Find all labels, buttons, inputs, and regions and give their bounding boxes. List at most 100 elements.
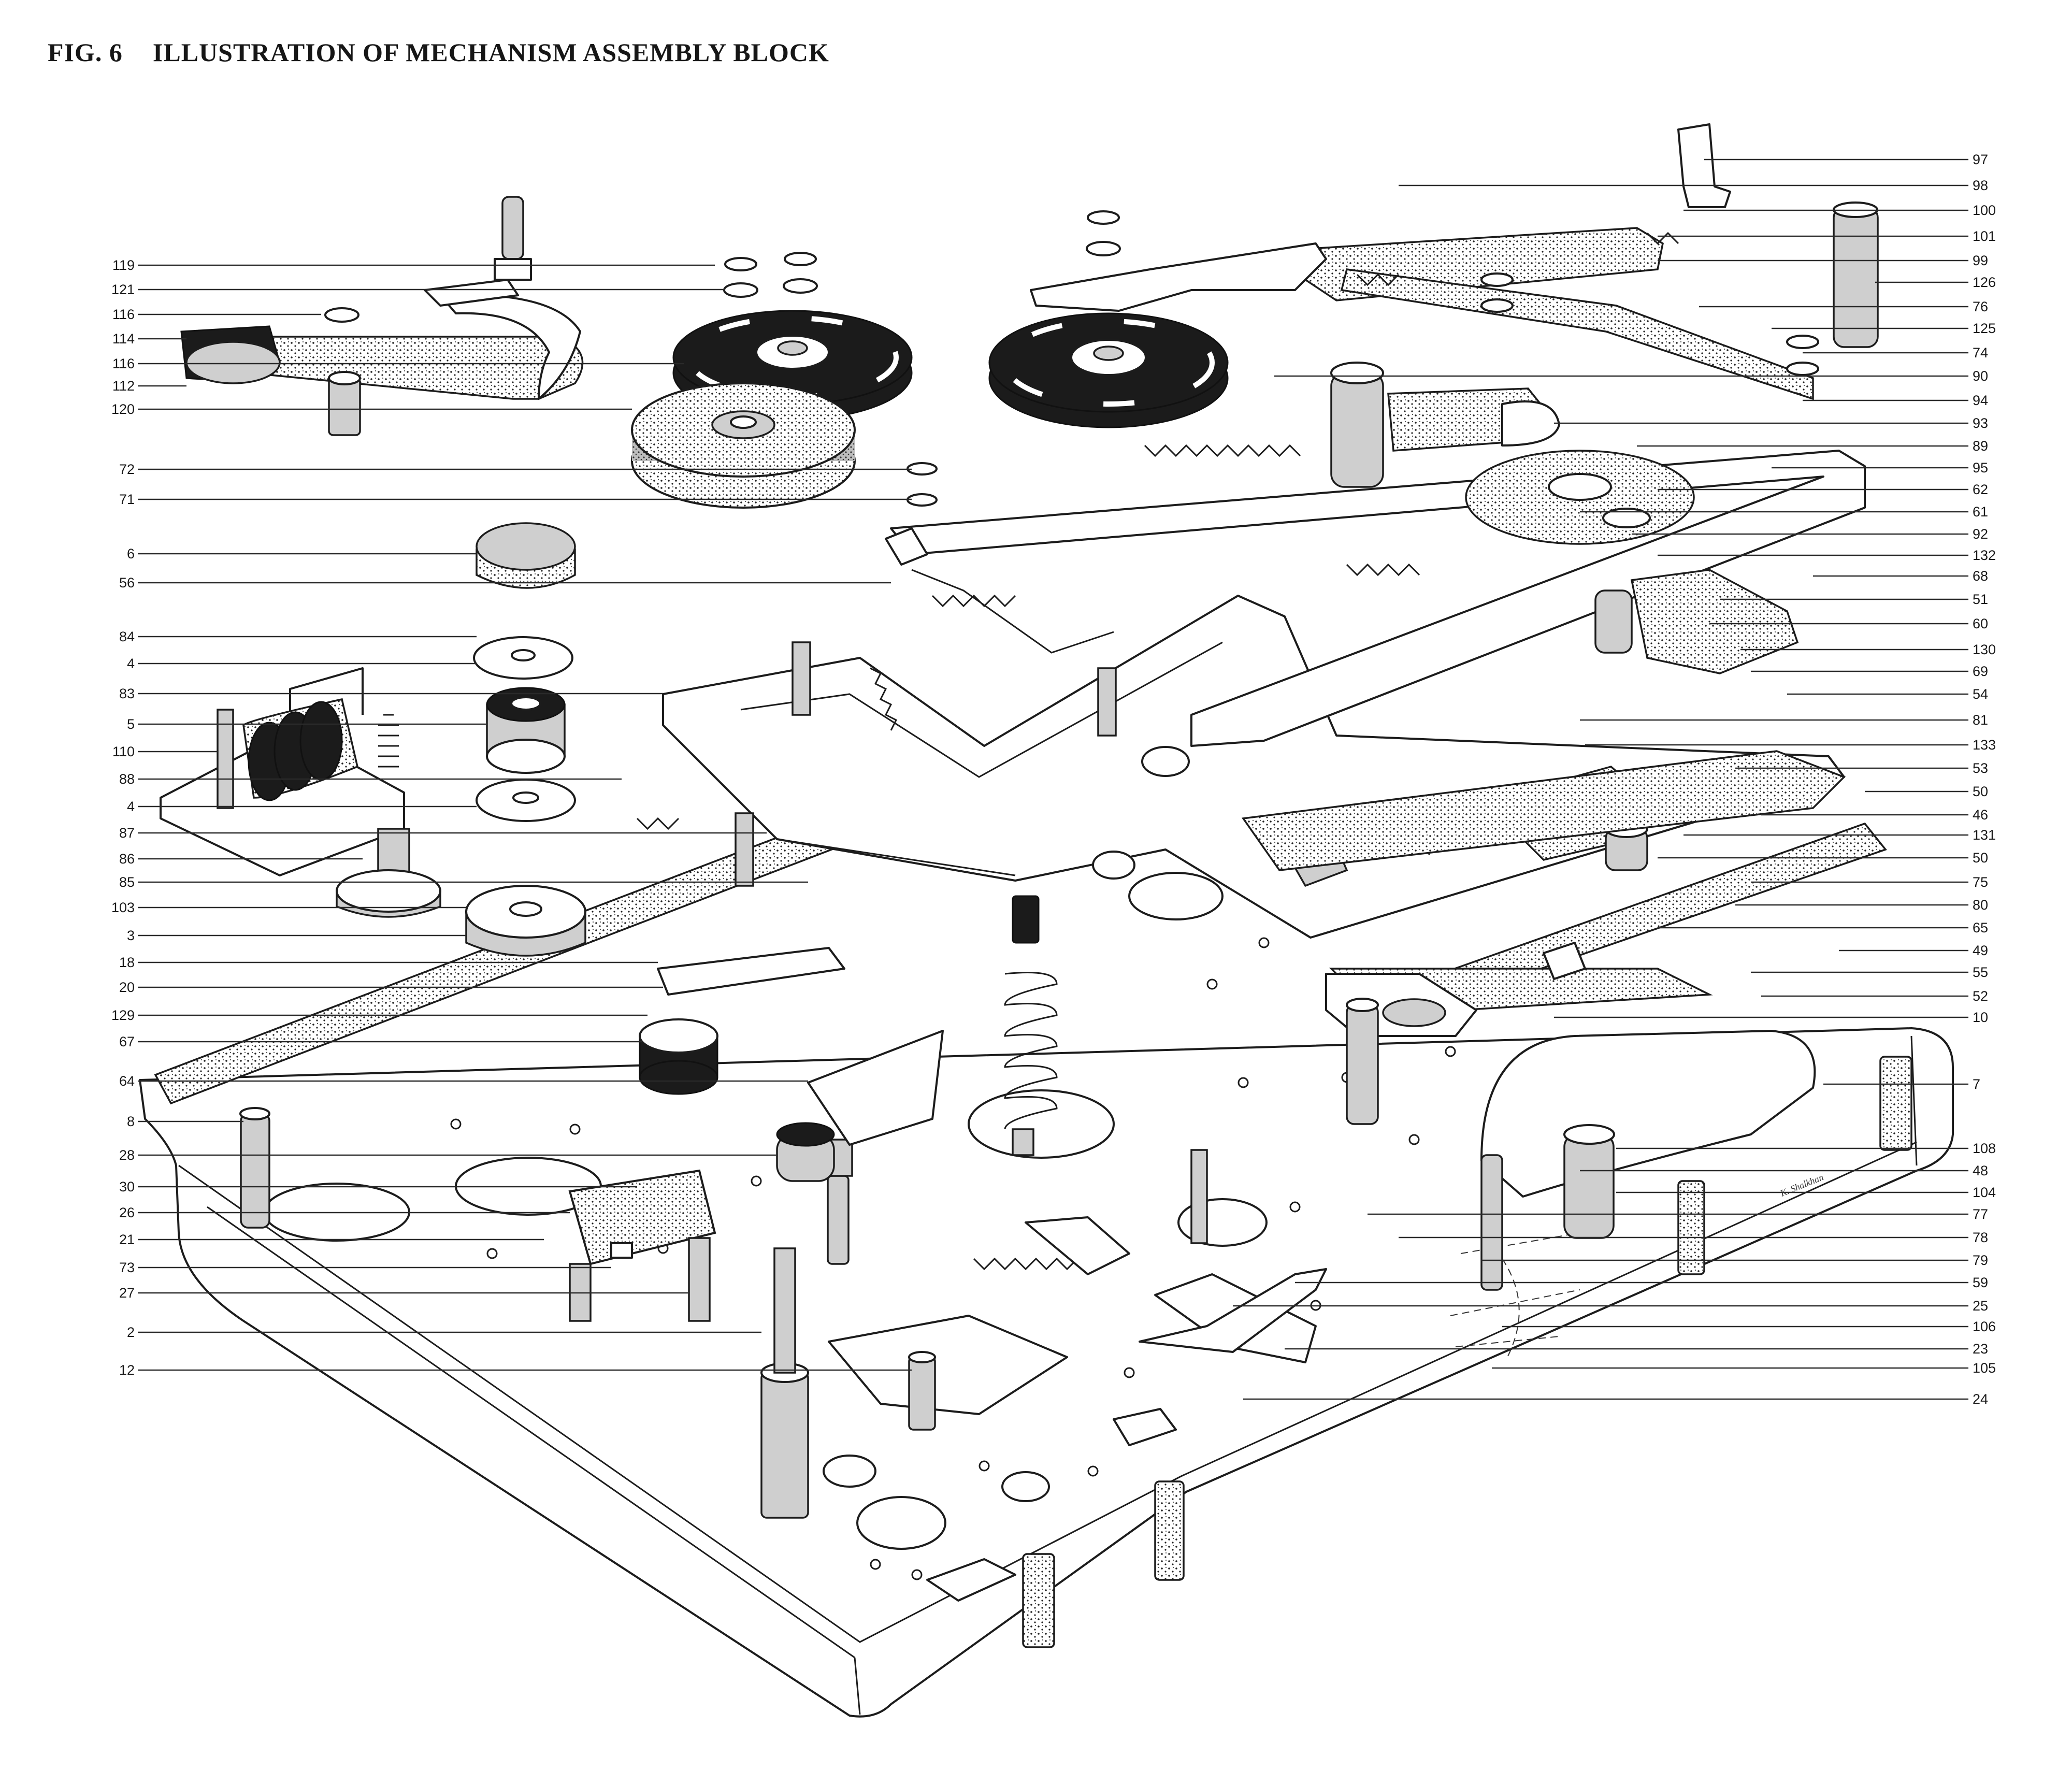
callout-label: 129 xyxy=(111,1007,135,1023)
callout-label: 77 xyxy=(1973,1206,1988,1222)
callout-label: 87 xyxy=(119,825,135,841)
callout-label: 59 xyxy=(1973,1275,1988,1290)
callout-label: 126 xyxy=(1973,275,1996,290)
callout-label: 132 xyxy=(1973,548,1996,563)
callout-label: 101 xyxy=(1973,228,1996,244)
callout-label: 116 xyxy=(112,356,135,371)
callout-label: 50 xyxy=(1973,850,1988,866)
callout-label: 93 xyxy=(1973,415,1988,431)
tension-arm xyxy=(180,196,584,436)
lower-slider-bars xyxy=(1241,750,1887,1037)
callout-label: 52 xyxy=(1973,988,1988,1004)
leader-lines-right xyxy=(1233,159,1968,1400)
callout-label: 18 xyxy=(119,955,135,970)
pinch-roller-cap xyxy=(476,522,576,589)
callout-label: 67 xyxy=(119,1034,135,1049)
callout-label: 76 xyxy=(1973,299,1988,314)
callout-label: 108 xyxy=(1973,1141,1996,1156)
callout-label: 49 xyxy=(1973,943,1988,958)
callout-label: 81 xyxy=(1973,712,1988,728)
callout-label: 90 xyxy=(1973,368,1988,384)
callout-label: 50 xyxy=(1973,784,1988,799)
upper-slider-bar xyxy=(885,450,1866,747)
callout-label: 60 xyxy=(1973,616,1988,631)
callout-label: 62 xyxy=(1973,482,1988,497)
callout-label: 51 xyxy=(1973,592,1988,607)
callout-label: 116 xyxy=(112,307,135,322)
callout-label: 125 xyxy=(1973,321,1996,336)
callout-label: 94 xyxy=(1973,393,1988,408)
callout-label: 25 xyxy=(1973,1298,1988,1314)
callout-label: 133 xyxy=(1973,737,1996,753)
callout-label: 131 xyxy=(1973,827,1996,843)
callout-label: 98 xyxy=(1973,178,1988,193)
callout-label: 105 xyxy=(1973,1360,1996,1376)
callout-label: 23 xyxy=(1973,1341,1988,1357)
callout-label: 61 xyxy=(1973,504,1988,520)
callout-label: 69 xyxy=(1973,664,1988,679)
callout-label: 78 xyxy=(1973,1230,1988,1245)
callout-label: 130 xyxy=(1973,642,1996,657)
callout-label: 121 xyxy=(111,282,135,297)
washers xyxy=(324,210,1819,507)
pressure-roller xyxy=(639,947,1327,1363)
washer-4 xyxy=(476,779,576,822)
callout-label: 24 xyxy=(1973,1391,1988,1407)
callout-label: 3 xyxy=(127,928,135,943)
callout-label: 10 xyxy=(1973,1010,1988,1025)
callouts-left: 1191211161141161121207271656844835110884… xyxy=(111,257,135,1378)
callout-label: 21 xyxy=(119,1232,135,1247)
callout-label: 84 xyxy=(119,629,135,644)
washer-84 xyxy=(473,636,573,680)
callout-label: 72 xyxy=(119,462,135,477)
leader-lines-left xyxy=(138,264,912,1371)
callout-label: 56 xyxy=(119,575,135,591)
callout-label: 73 xyxy=(119,1260,135,1275)
callout-label: 26 xyxy=(119,1205,135,1220)
brake-lever-assembly xyxy=(1030,123,1879,400)
callout-label: 55 xyxy=(1973,965,1988,980)
coil-assembly xyxy=(160,667,441,918)
figure-number: FIG. 6 xyxy=(48,38,123,67)
callout-label: 106 xyxy=(1973,1319,1996,1334)
callout-label: 64 xyxy=(119,1073,135,1089)
callout-label: 71 xyxy=(119,492,135,507)
callout-label: 79 xyxy=(1973,1253,1988,1268)
callout-label: 75 xyxy=(1973,874,1988,890)
callout-label: 12 xyxy=(119,1362,135,1378)
callout-label: 114 xyxy=(112,331,135,347)
callout-label: 97 xyxy=(1973,152,1988,167)
callout-label: 89 xyxy=(1973,438,1988,454)
callout-label: 4 xyxy=(127,656,135,671)
callout-label: 65 xyxy=(1973,920,1988,935)
callout-label: 30 xyxy=(119,1179,135,1194)
callout-label: 83 xyxy=(119,686,135,701)
callout-label: 86 xyxy=(119,851,135,867)
callout-label: 48 xyxy=(1973,1163,1988,1178)
callout-label: 53 xyxy=(1973,760,1988,776)
pinch-roller-arm xyxy=(1330,362,1695,545)
callout-label: 92 xyxy=(1973,526,1988,542)
callouts-right: 9798100101991267612574909493899562619213… xyxy=(1973,152,1996,1407)
callout-label: 4 xyxy=(127,799,135,814)
callout-label: 104 xyxy=(1973,1185,1996,1200)
callout-label: 119 xyxy=(112,257,135,273)
callout-label: 112 xyxy=(112,378,135,394)
felt-clutch-disc xyxy=(631,382,856,509)
flywheel-pulley-3 xyxy=(465,885,586,957)
callout-label: 80 xyxy=(1973,897,1988,913)
figure-caption: ILLUSTRATION OF MECHANISM ASSEMBLY BLOCK xyxy=(152,38,829,67)
figure-title: FIG. 6 ILLUSTRATION OF MECHANISM ASSEMBLY… xyxy=(48,37,829,67)
callout-label: 99 xyxy=(1973,253,1988,268)
bearing-5 xyxy=(486,687,566,774)
callout-label: 5 xyxy=(127,716,135,732)
callout-label: 100 xyxy=(1973,203,1996,218)
callout-label: 2 xyxy=(127,1325,135,1340)
callout-label: 110 xyxy=(112,744,135,759)
takeup-reel-table xyxy=(988,312,1229,428)
callout-label: 27 xyxy=(119,1285,135,1301)
callout-label: 95 xyxy=(1973,460,1988,476)
callout-label: 28 xyxy=(119,1147,135,1163)
callout-label: 46 xyxy=(1973,807,1988,823)
